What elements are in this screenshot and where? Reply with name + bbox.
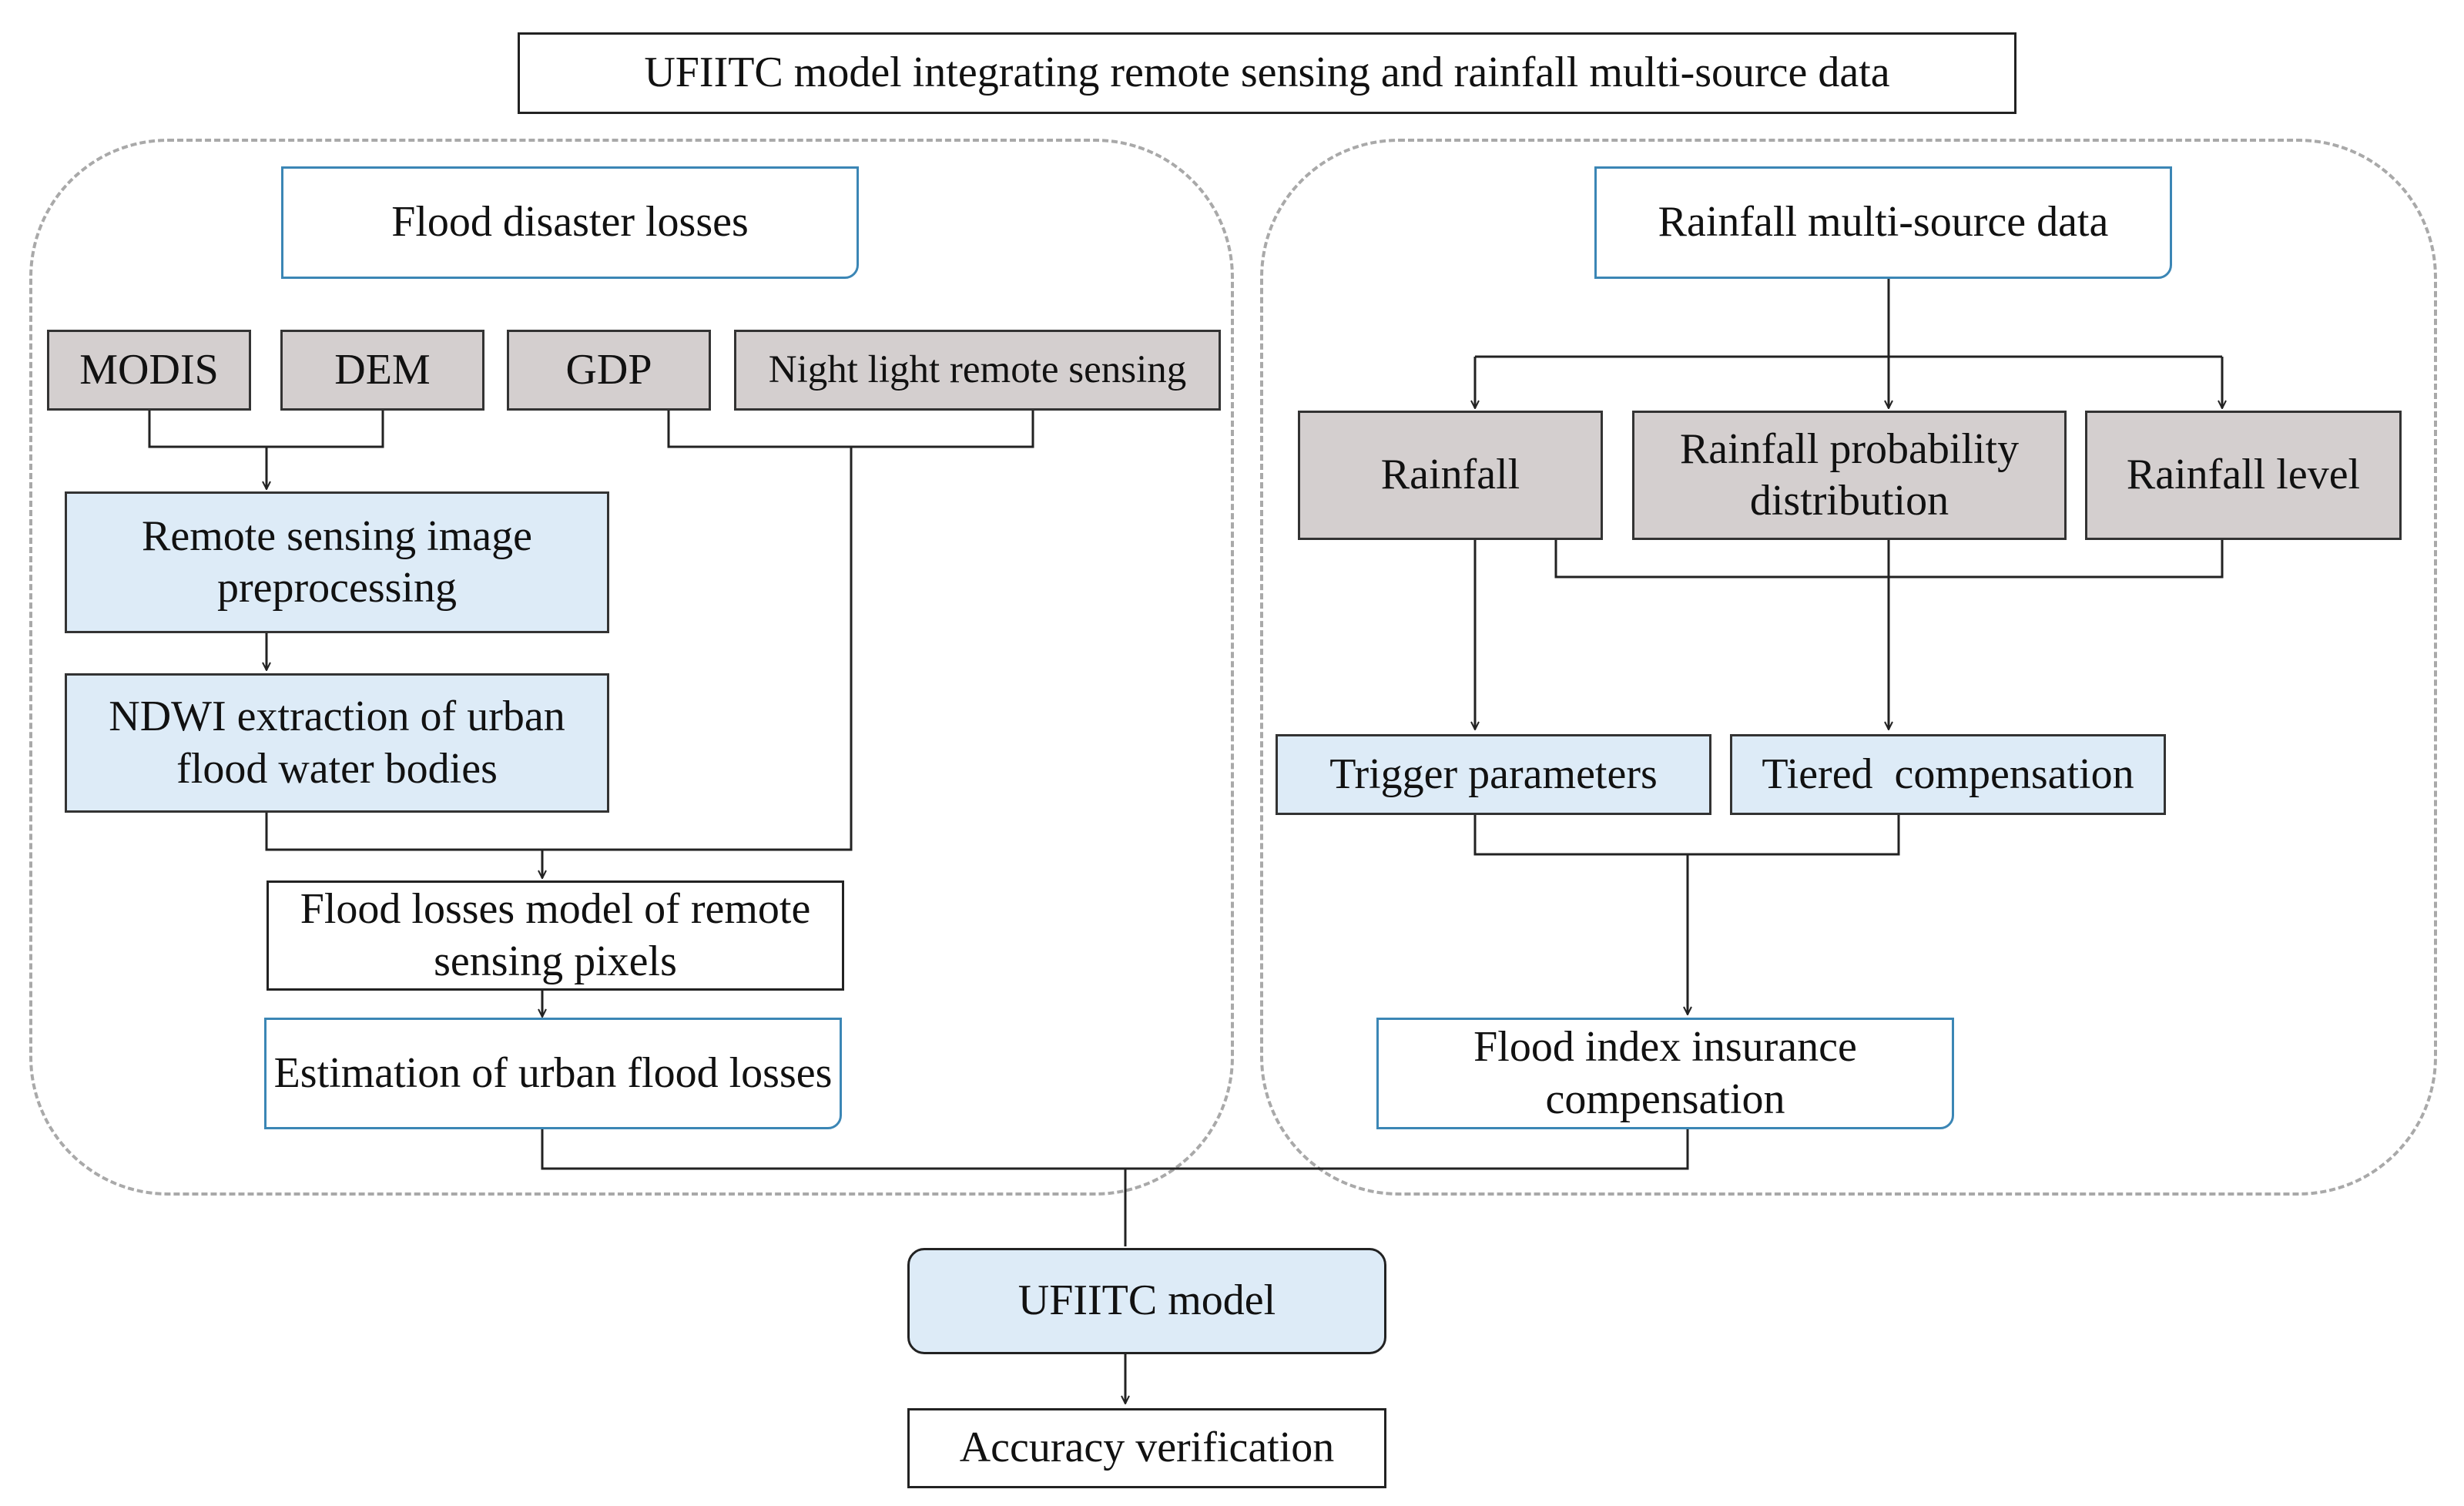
diagram-title-text: UFIITC model integrating remote sensing …: [644, 49, 1890, 97]
flood-disaster-losses-header: Flood disaster losses: [281, 166, 859, 279]
accuracy-label: Accuracy verification: [959, 1424, 1335, 1472]
trigger-label: Trigger parameters: [1329, 750, 1658, 798]
urban-flood-loss-estimation: Estimation of urban flood losses: [264, 1018, 842, 1129]
preprocessing-label: Remote sensing image preprocessing: [141, 512, 532, 612]
night-light-source: Night light remote sensing: [734, 330, 1221, 411]
tiered-label: Tiered compensation: [1762, 750, 2134, 798]
dem-label: DEM: [334, 345, 431, 394]
connector-gdp-nightlight: [667, 411, 1034, 448]
dem-source: DEM: [280, 330, 484, 411]
ufiitc-model-label: UFIITC model: [1017, 1276, 1276, 1325]
connector-trigger-tiered: [1473, 815, 1900, 856]
ndwi-label: NDWI extraction of urban flood water bod…: [109, 693, 565, 793]
gdp-label: GDP: [565, 345, 652, 394]
flood-index-compensation-node: Flood index insurance compensation: [1376, 1018, 1954, 1129]
connector-bottom-join: [541, 1129, 1689, 1170]
rainfall-level-node: Rainfall level: [2085, 411, 2402, 540]
pixel-model-label: Flood losses model of remote sensing pix…: [300, 885, 811, 985]
rainfall-probability-node: Rainfall probability distribution: [1632, 411, 2067, 540]
night-light-label: Night light remote sensing: [768, 347, 1187, 391]
probability-label: Rainfall probability distribution: [1679, 424, 2020, 525]
connector-nightlight-down: [542, 447, 853, 851]
level-label: Rainfall level: [2126, 451, 2361, 499]
trigger-parameters-node: Trigger parameters: [1276, 734, 1711, 815]
diagram-title: UFIITC model integrating remote sensing …: [518, 32, 2016, 114]
gdp-source: GDP: [507, 330, 711, 411]
pixel-flood-losses-model: Flood losses model of remote sensing pix…: [267, 880, 844, 991]
connector-modis-dem: [148, 411, 384, 448]
compensation-label: Flood index insurance compensation: [1473, 1023, 1857, 1123]
estimation-label: Estimation of urban flood losses: [273, 1048, 833, 1097]
connector-ndwi-down: [265, 813, 542, 851]
ufiitc-model-node: UFIITC model: [907, 1248, 1386, 1354]
modis-source: MODIS: [47, 330, 251, 411]
accuracy-verification-node: Accuracy verification: [907, 1408, 1386, 1488]
ndwi-extraction: NDWI extraction of urban flood water bod…: [65, 673, 609, 813]
rainfall-multisource-header: Rainfall multi-source data: [1594, 166, 2172, 279]
remote-sensing-preprocessing: Remote sensing image preprocessing: [65, 491, 609, 633]
tiered-compensation-node: Tiered compensation: [1730, 734, 2166, 815]
rainfall-header-text: Rainfall multi-source data: [1658, 198, 2109, 247]
left-panel-frame: [29, 139, 1234, 1196]
flood-disaster-losses-text: Flood disaster losses: [391, 198, 749, 247]
right-panel-frame: [1260, 139, 2437, 1196]
modis-label: MODIS: [79, 345, 219, 394]
rainfall-label: Rainfall: [1380, 451, 1520, 499]
rainfall-node: Rainfall: [1298, 411, 1603, 540]
